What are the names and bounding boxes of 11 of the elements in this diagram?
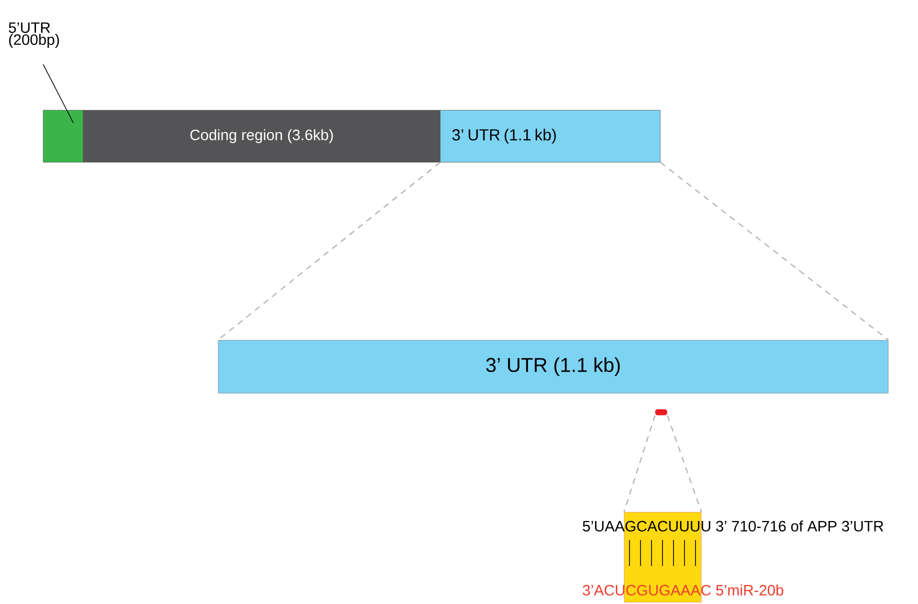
- utr-segment: [43, 110, 84, 162]
- zoom-line: [666, 415, 702, 512]
- utr-segment: 3’ UTR (1.1 kb): [440, 110, 660, 162]
- part-label: 5’UTR (200bp): [8, 22, 59, 48]
- utr-segment: 3’ UTR (1.1 kb): [218, 340, 888, 394]
- zoom-line: [660, 162, 889, 340]
- zoom-line: [623, 415, 656, 512]
- zoom-line: [218, 162, 440, 340]
- leader-line: [42, 64, 74, 124]
- coding-segment: Coding region (3.6kb): [83, 110, 440, 162]
- site-marker: [655, 409, 668, 416]
